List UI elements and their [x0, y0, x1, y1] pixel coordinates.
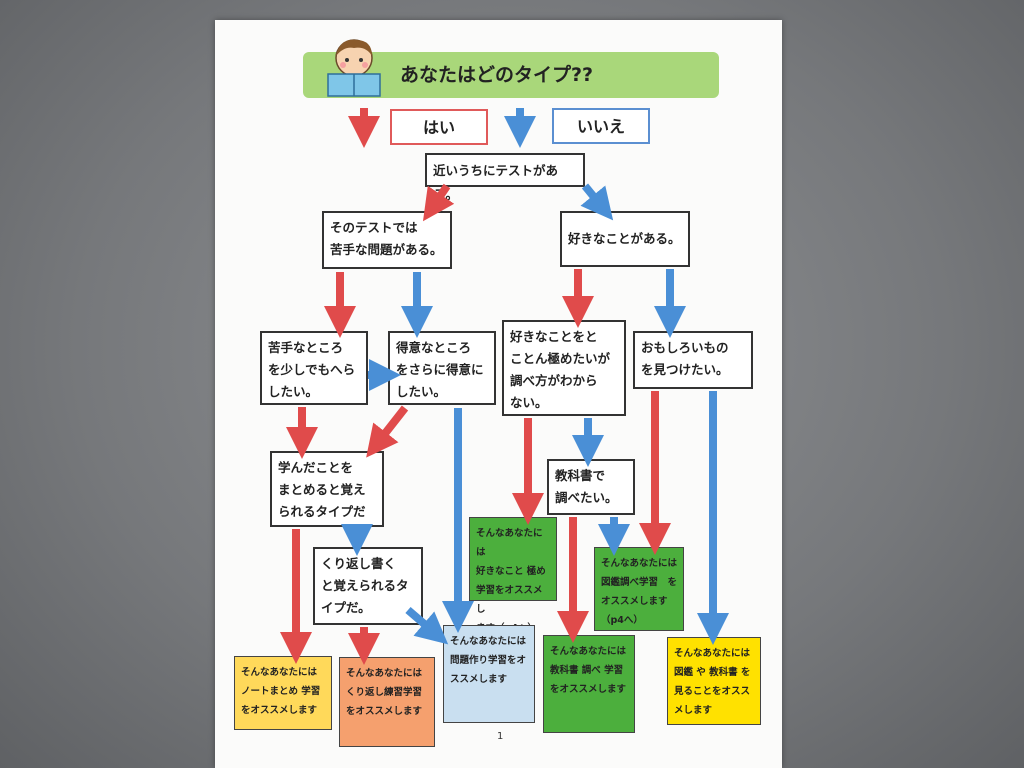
leaf-textbook-study: そんなあなたには 教科書 調べ 学習 をオススメします — [543, 635, 635, 733]
leaf-make-problem: そんなあなたには 問題作り学習をオ ススメします — [443, 625, 535, 723]
node-likes: 好きなことがある。 — [560, 211, 690, 267]
leaf-likes-master: そんなあなたには 好きなこと 極め 学習をオススメし ます（p4へ） — [469, 517, 557, 634]
page-number: 1 — [497, 731, 504, 742]
leaf-zukan-textbook: そんなあなたには 図鑑 や 教科書 を 見ることをオスス メします — [667, 637, 761, 725]
node-repeat-write: くり返し書く と覚えられるタ イプだ。 — [313, 547, 423, 625]
node-start: 近いうちにテストがある。 — [425, 153, 585, 202]
legend-no: いいえ — [552, 108, 650, 144]
page-title: あなたはどのタイプ?? — [400, 64, 594, 86]
node-improve-strong: 得意なところ をさらに得意に したい。 — [388, 331, 496, 405]
node-weak-problem: そのテストでは 苦手な問題がある。 — [322, 211, 452, 269]
node-summarize: 学んだことを まとめると覚え られるタイプだ — [270, 451, 384, 527]
node-textbook: 教科書で 調べたい。 — [547, 459, 635, 515]
legend-yes: はい — [390, 109, 488, 145]
leaf-note: そんなあなたには ノートまとめ 学習 をオススメします — [234, 656, 332, 730]
child-reading-icon — [322, 34, 386, 98]
node-find-interest: おもしろいもの を見つけたい。 — [633, 331, 753, 389]
leaf-repeat-practice: そんなあなたには くり返し練習学習 をオススメします — [339, 657, 435, 747]
node-master-likes: 好きなことをと ことん極めたいが 調べ方がわから ない。 — [502, 320, 626, 416]
node-reduce-weak: 苦手なところ を少しでもへら したい。 — [260, 331, 368, 405]
leaf-zukan: そんなあなたには 図鑑調べ学習 を オススメします （p4へ） — [594, 547, 684, 631]
